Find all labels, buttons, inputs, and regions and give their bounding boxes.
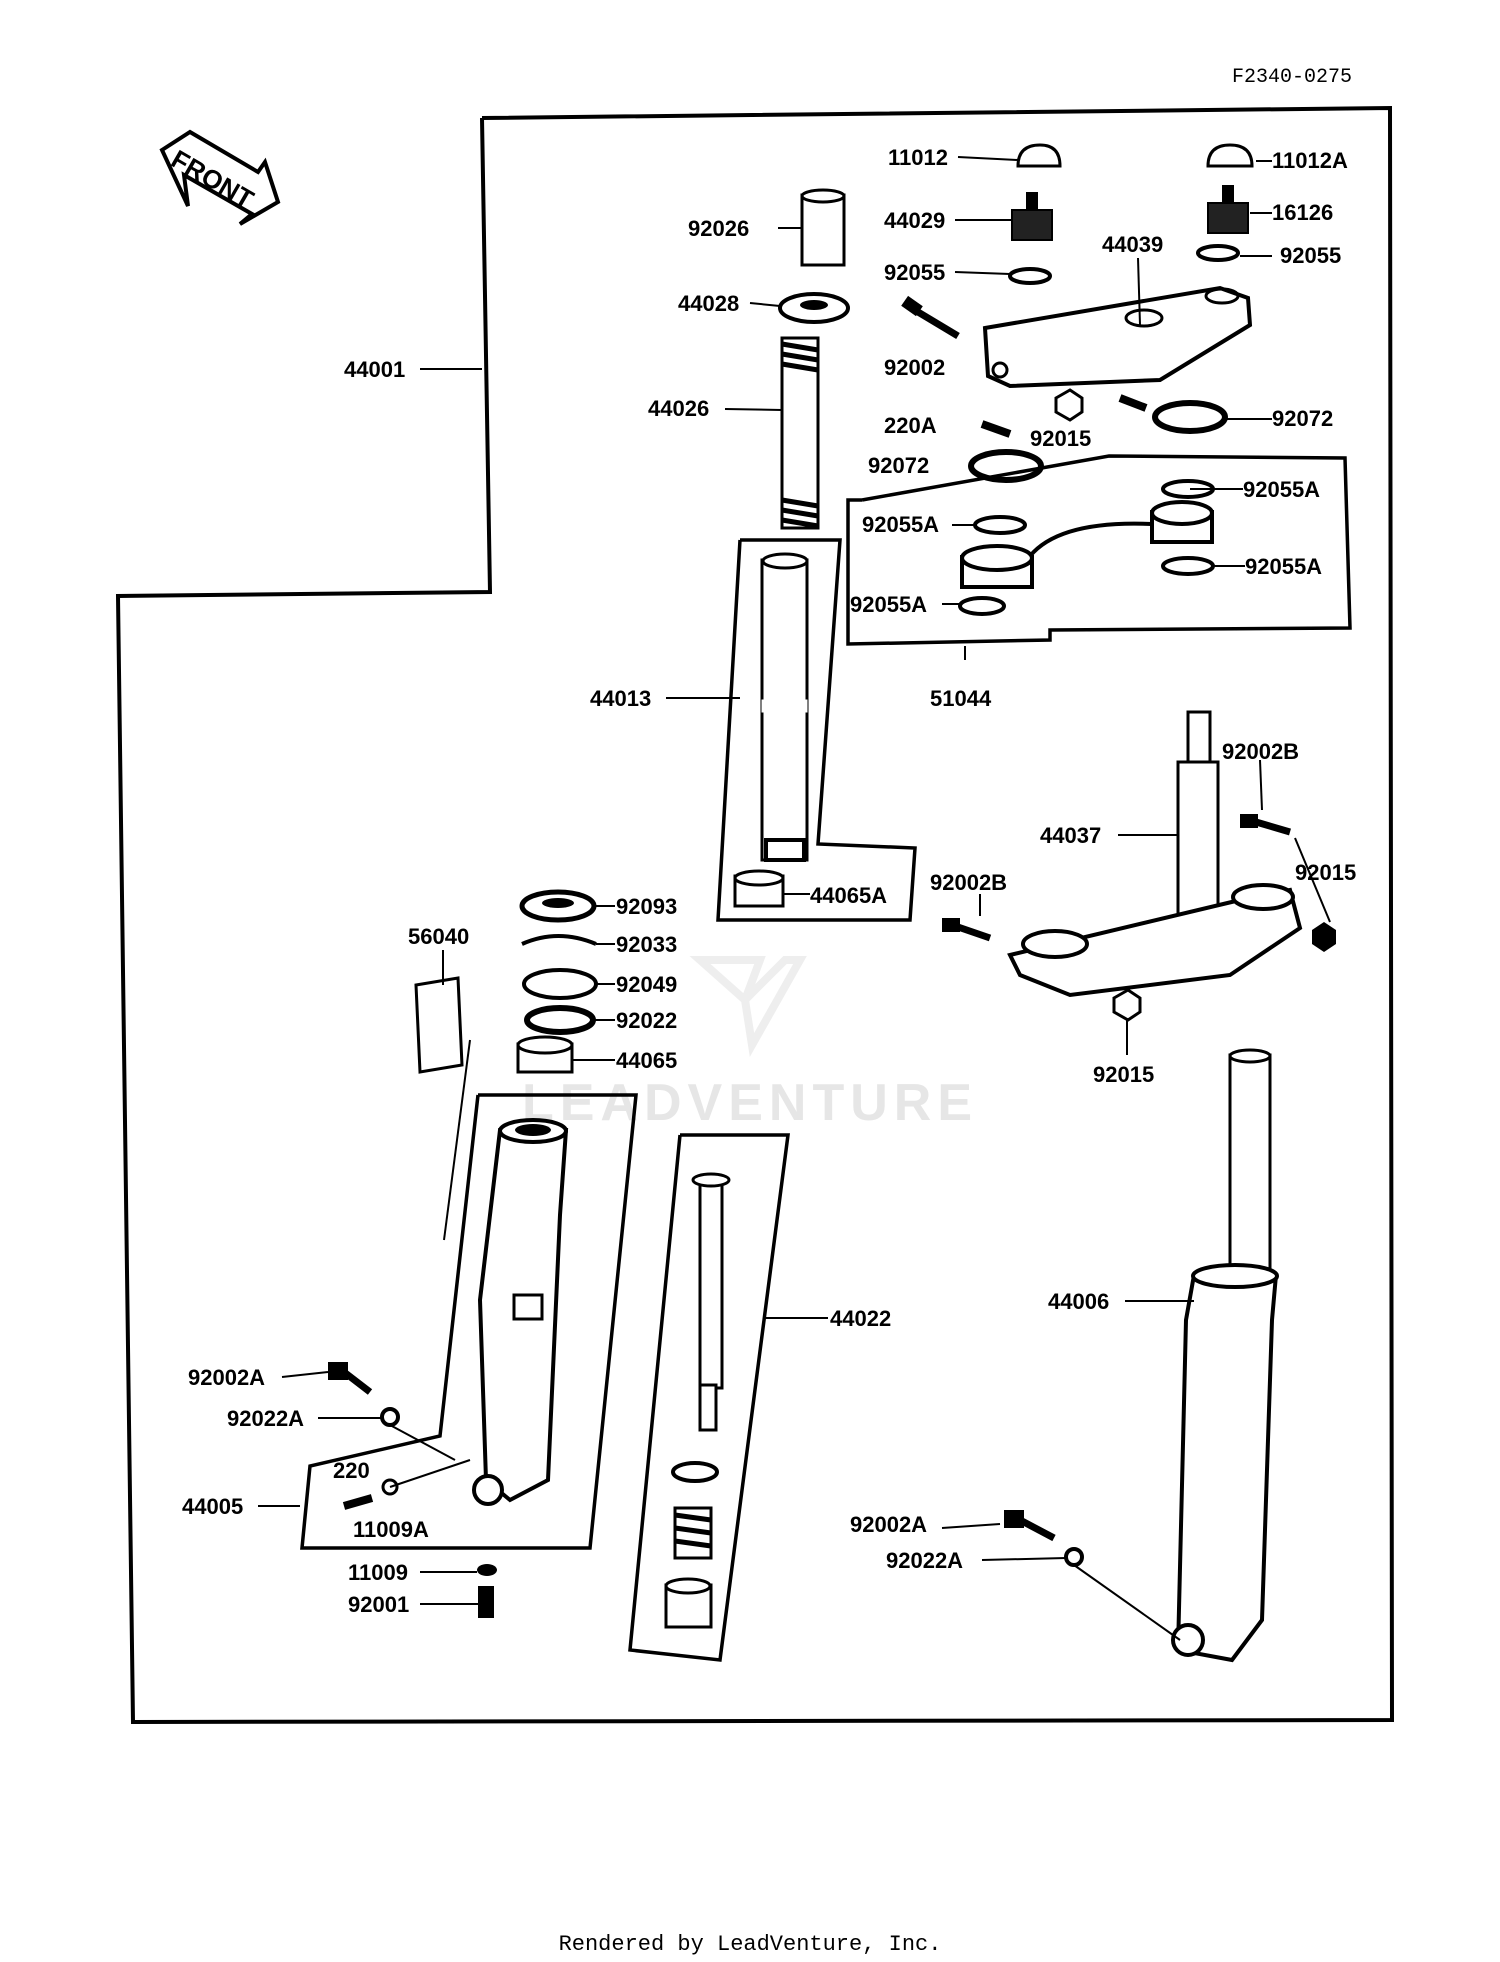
clamp-92072-left-icon — [968, 449, 1044, 483]
inner-tube-44013-icon — [760, 552, 809, 862]
bolt-92002A-left-icon — [328, 1362, 373, 1395]
diagram-code: F2340-0275 — [1232, 66, 1352, 89]
bolt-220A-icon — [980, 420, 1012, 438]
bolt-92002B-left-icon — [942, 918, 992, 942]
steering-stem-44037-icon — [1007, 710, 1303, 998]
o-ring-92055-left-icon — [1008, 267, 1052, 285]
nut-92015-bottom-icon — [1112, 988, 1142, 1022]
label-56040: 56040 — [408, 924, 469, 949]
label-92055A-4: 92055A — [850, 592, 927, 617]
adjuster-16126-icon — [1207, 185, 1249, 234]
label-92001: 92001 — [348, 1592, 409, 1617]
label-44005: 44005 — [182, 1494, 243, 1519]
label-92055-left: 92055 — [884, 260, 945, 285]
label-51044: 51044 — [930, 686, 992, 711]
cap-11012A-icon — [1206, 143, 1254, 168]
screw-92001-icon — [478, 1586, 494, 1618]
adjuster-44029-icon — [1011, 192, 1053, 241]
bolt-220-icon — [342, 1494, 374, 1510]
outline-44022 — [628, 1133, 790, 1662]
washer-11009-icon — [477, 1564, 497, 1576]
outline-44013 — [716, 538, 917, 922]
label-11009A: 11009A — [353, 1517, 429, 1542]
label-92002B-left: 92002B — [930, 870, 1007, 895]
spring-seat-44028-icon — [778, 292, 850, 324]
label-92022: 92022 — [616, 1008, 677, 1033]
label-92072-left: 92072 — [868, 453, 929, 478]
label-92022A-right: 92022A — [886, 1548, 963, 1573]
washer-92022A-left-icon — [380, 1407, 400, 1427]
label-44037: 44037 — [1040, 823, 1101, 848]
label-92055A-3: 92055A — [1245, 554, 1322, 579]
front-arrow-icon: FRONT — [159, 129, 281, 226]
reflector-56040-icon — [414, 976, 464, 1074]
label-92055A-2: 92055A — [862, 512, 939, 537]
clamp-92072-right-icon — [1152, 400, 1228, 434]
footer-credit: Rendered by LeadVenture, Inc. — [559, 1932, 942, 1957]
cap-11012-icon — [1016, 143, 1062, 168]
label-11012: 11012 — [888, 145, 948, 170]
outline-51044 — [846, 454, 1352, 646]
label-44001: 44001 — [344, 357, 405, 382]
collar-92026-icon — [800, 188, 846, 267]
label-92093: 92093 — [616, 894, 677, 919]
label-44022: 44022 — [830, 1306, 891, 1331]
damper-rod-44022-icon — [664, 1172, 731, 1629]
label-44028: 44028 — [678, 291, 739, 316]
bolt-92002B-right-icon — [1240, 814, 1291, 836]
label-44065: 44065 — [616, 1048, 677, 1073]
label-92055-right: 92055 — [1280, 243, 1341, 268]
label-44065A: 44065A — [810, 883, 887, 908]
bolt-top-small-icon — [1118, 394, 1148, 412]
label-44026: 44026 — [648, 396, 709, 421]
label-44029: 44029 — [884, 208, 945, 233]
assembly-outline-44001 — [115, 105, 1395, 1725]
label-92022A-left: 92022A — [227, 1406, 304, 1431]
upper-bracket-44039-icon — [982, 285, 1253, 389]
label-11012A: 11012A — [1272, 148, 1348, 173]
spring-44026-icon — [780, 336, 820, 530]
label-220: 220 — [333, 1458, 370, 1483]
outline-44005 — [300, 1093, 638, 1550]
seal-stack-icon — [516, 889, 598, 1074]
fork-leg-44006-icon — [1171, 1048, 1279, 1663]
label-44039: 44039 — [1102, 232, 1163, 257]
label-220A: 220A — [884, 413, 937, 438]
o-ring-92055-right-icon — [1196, 244, 1240, 262]
washer-92022A-right-icon — [1064, 1547, 1084, 1567]
outer-tube-44005-icon — [472, 1118, 569, 1506]
label-92002: 92002 — [884, 355, 945, 380]
label-92002A-left: 92002A — [188, 1365, 265, 1390]
label-92002A-right: 92002A — [850, 1512, 927, 1537]
brake-hose-51044-icon — [958, 479, 1215, 616]
label-44006: 44006 — [1048, 1289, 1109, 1314]
label-92015-bottom: 92015 — [1093, 1062, 1154, 1087]
watermark-logo: LEADVENTURE — [522, 956, 978, 1132]
label-92055A-1: 92055A — [1243, 477, 1320, 502]
label-92033: 92033 — [616, 932, 677, 957]
label-44013: 44013 — [590, 686, 651, 711]
watermark-text: LEADVENTURE — [522, 1074, 978, 1132]
label-92015-top: 92015 — [1030, 426, 1091, 451]
leader-lines — [258, 156, 1331, 1641]
label-92015-right: 92015 — [1295, 860, 1356, 885]
leader-line — [443, 1039, 471, 1241]
label-92072-right: 92072 — [1272, 406, 1333, 431]
bushing-44065A-icon — [733, 869, 785, 908]
nut-92015-right-icon — [1312, 922, 1336, 952]
nut-92015-top-icon — [1054, 388, 1084, 422]
label-92049: 92049 — [616, 972, 677, 997]
label-92002B-right: 92002B — [1222, 739, 1299, 764]
label-92026: 92026 — [688, 216, 749, 241]
label-16126: 16126 — [1272, 200, 1333, 225]
bolt-92002-icon — [901, 295, 960, 340]
label-11009: 11009 — [348, 1560, 408, 1585]
bolt-92002A-right-icon — [1004, 1510, 1056, 1542]
